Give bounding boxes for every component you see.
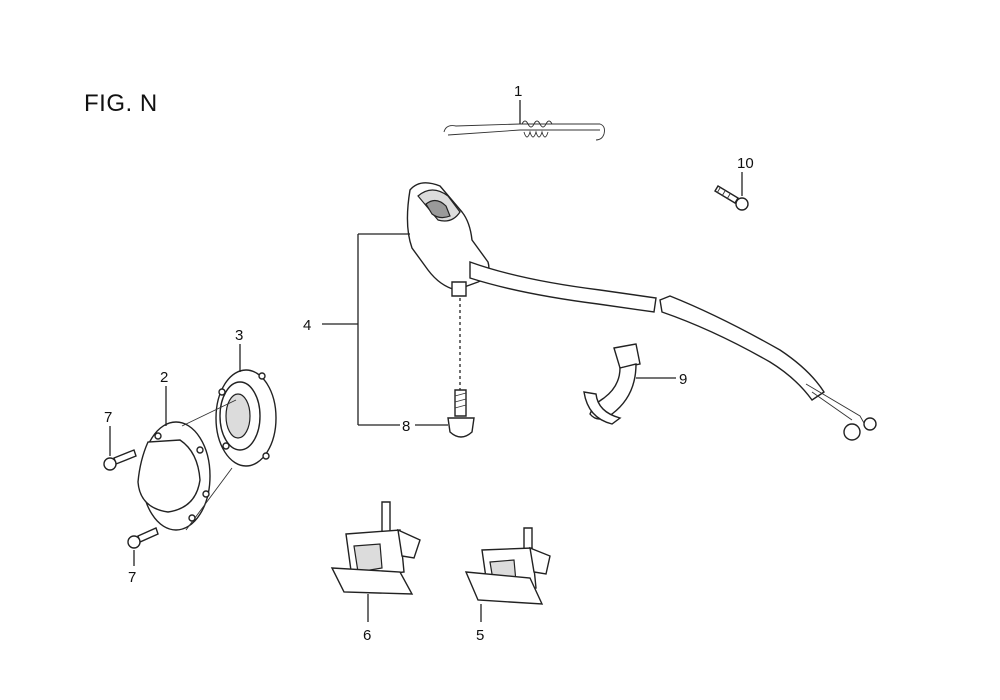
callout-10: 9 (679, 371, 687, 388)
spring-part (443, 120, 605, 141)
switch-assembly-part (406, 182, 877, 441)
callout-3: 3 (235, 327, 243, 344)
screw-part-7-upper (103, 449, 137, 471)
screw-part-7-lower (127, 527, 159, 549)
callout-7-lower: 7 (128, 569, 136, 586)
callout-5: 5 (476, 627, 484, 644)
mount-part-5 (464, 527, 551, 605)
callout-1: 1 (514, 83, 522, 100)
callout-2: 2 (160, 369, 168, 386)
mount-part-6 (330, 501, 421, 595)
callout-7-upper: 7 (104, 409, 112, 426)
callout-6: 6 (363, 627, 371, 644)
clamp-part-10 (583, 343, 641, 425)
figure-title: FIG. N (84, 90, 158, 117)
cover-part (137, 399, 237, 531)
screw-part-8 (447, 389, 475, 438)
callout-4: 4 (303, 317, 311, 334)
bolt-part-9 (714, 185, 749, 211)
callout-8: 8 (402, 418, 410, 435)
gasket-ring-part (215, 369, 277, 467)
callout-9: 10 (737, 155, 754, 172)
